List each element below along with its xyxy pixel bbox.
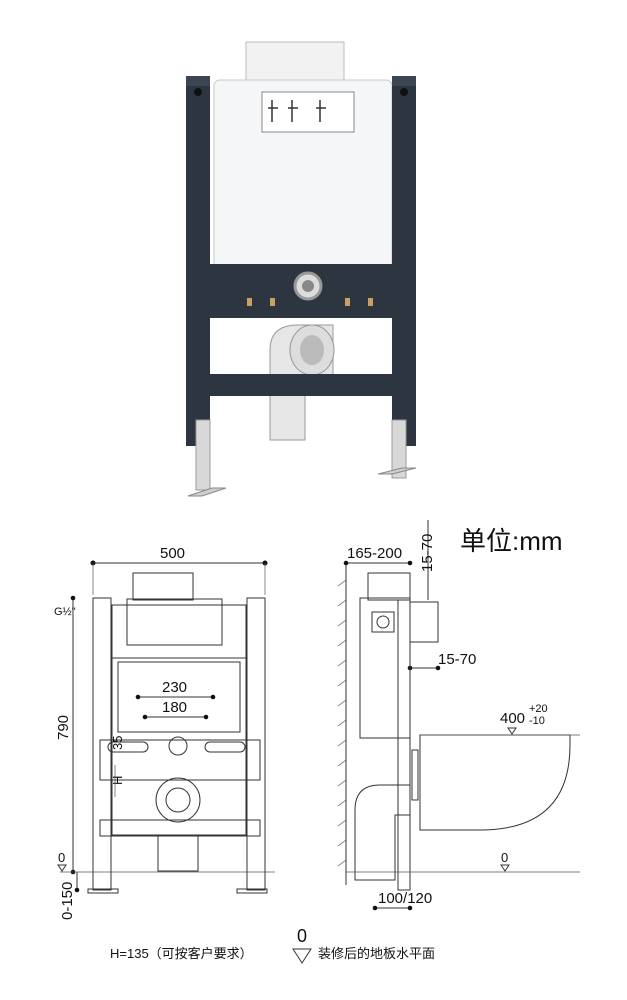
dim-leg-adjust: 0-150: [59, 882, 76, 920]
front-view-drawing: 500 230 180 35 H 790 G½" 0 0-150: [54, 545, 275, 920]
toilet-bowl: [419, 734, 571, 831]
top-cover-box: [245, 41, 345, 83]
dim-spacing-inner: 180: [162, 699, 187, 716]
inlet-label: G½": [54, 606, 76, 618]
dim-bowl-tol-plus: +20: [529, 703, 548, 715]
dim-offset: 35: [110, 736, 125, 750]
dim-depth: 165-200: [347, 545, 402, 562]
h-note: H=135（可按客户要求）: [110, 946, 253, 961]
dim-bowl-tol-minus: -10: [529, 715, 545, 727]
dim-spacing-outer: 230: [162, 679, 187, 696]
tank-label: [261, 91, 355, 133]
front-floor-zero: 0: [58, 850, 65, 865]
side-view-drawing: 165-200 15-70 15-70 400 +20 -10 0 100/12…: [337, 520, 580, 911]
dim-width: 500: [160, 545, 185, 562]
dim-height: 790: [55, 715, 72, 740]
side-floor-zero: 0: [501, 850, 508, 865]
product-photo: [186, 41, 417, 497]
dim-base-depth: 100/120: [378, 890, 432, 907]
legend-floor-zero: 0: [297, 926, 307, 946]
dim-h: H: [110, 776, 125, 785]
dim-top-offset: 15-70: [419, 534, 436, 572]
unit-label: 单位:mm: [460, 526, 563, 556]
dim-front-offset: 15-70: [438, 651, 476, 668]
floor-note: 装修后的地板水平面: [318, 946, 435, 961]
frame-crossbar-lower: [210, 374, 392, 396]
floor-level-triangle-icon: [292, 948, 312, 964]
dim-bowl-height: 400: [500, 710, 525, 727]
